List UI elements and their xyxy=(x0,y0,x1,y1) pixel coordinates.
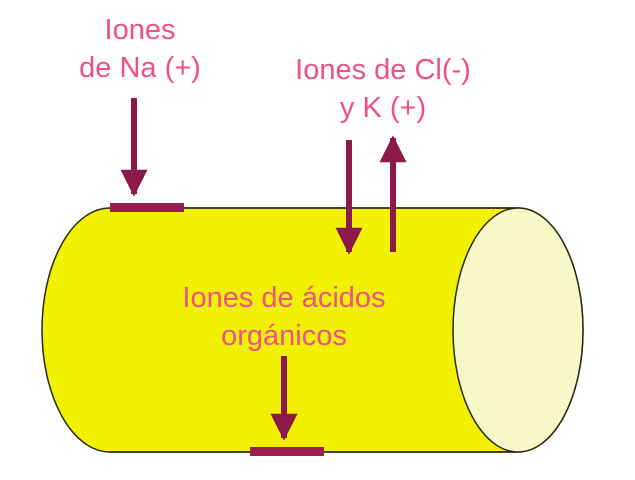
organic-label: Iones de ácidos orgánicos xyxy=(144,279,424,355)
cl-k-label-line1: Iones de Cl(-) xyxy=(295,54,471,86)
na-label-line2: de Na (+) xyxy=(79,52,201,84)
cl-k-label: Iones de Cl(-) y K (+) xyxy=(263,51,503,127)
cl-k-label-line2: y K (+) xyxy=(339,92,427,124)
organic-channel xyxy=(250,447,324,456)
organic-label-line1: Iones de ácidos xyxy=(182,282,386,314)
cylinder-end-face xyxy=(452,207,584,453)
organic-label-line2: orgánicos xyxy=(221,320,347,352)
na-label: Iones de Na (+) xyxy=(40,11,240,87)
na-label-line1: Iones xyxy=(104,14,176,46)
na-channel xyxy=(110,203,184,212)
